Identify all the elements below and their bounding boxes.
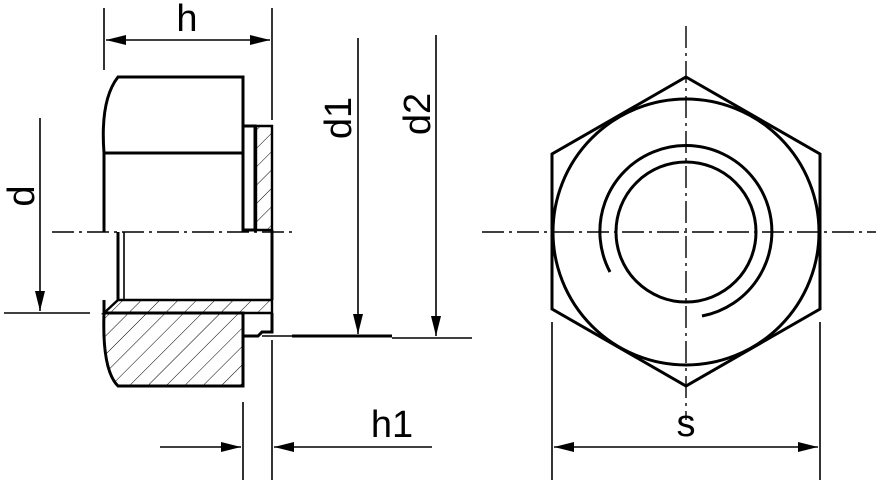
side-view — [52, 75, 392, 388]
insert-ring-top — [241, 124, 257, 232]
label-d: d — [1, 185, 43, 206]
label-h1: h1 — [371, 404, 413, 446]
front-view — [482, 26, 876, 420]
dimension-s: s — [551, 322, 821, 480]
nut-bottom-section — [102, 311, 245, 388]
thread-arc — [598, 144, 774, 318]
dimension-d2: d2 — [392, 35, 472, 339]
dimension-h: h — [103, 0, 273, 120]
dimension-d: d — [1, 118, 90, 314]
nut-top-half-outline — [101, 75, 245, 232]
dimension-d1: d1 — [318, 38, 363, 334]
thread-band — [100, 298, 274, 315]
label-h: h — [176, 0, 197, 40]
insert-hatch-top — [254, 124, 274, 232]
label-s: s — [677, 403, 696, 445]
dimension-h1: h1 — [160, 340, 432, 480]
label-d1: d1 — [318, 97, 360, 139]
label-d2: d2 — [397, 93, 439, 135]
